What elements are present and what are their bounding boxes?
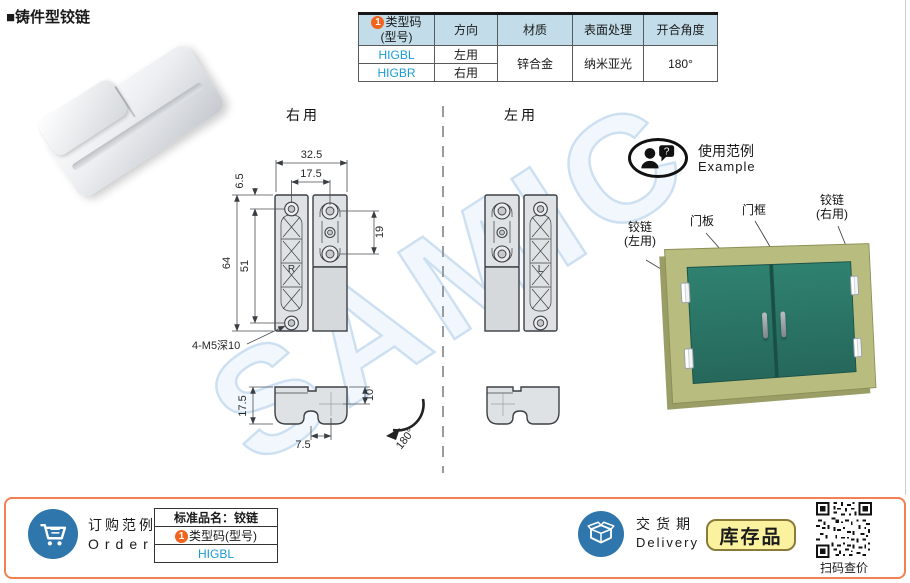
- order-example-table: 标准品名：铰链 1类型码(型号) HIGBL: [154, 508, 278, 563]
- mark-L: L: [538, 264, 544, 275]
- dim-section-height: 17.5: [237, 395, 249, 416]
- spec-row-higbl: HIGBL 左用 锌合金 纳米亚光 180°: [359, 46, 718, 64]
- cart-icon: [28, 509, 78, 559]
- dim-side-spacing: 19: [374, 226, 386, 238]
- material-value: 锌合金: [498, 46, 573, 82]
- number-1-badge-icon: 1: [175, 530, 188, 543]
- qr-code: [816, 502, 872, 558]
- spec-header-finish: 表面处理: [573, 14, 644, 46]
- number-1-badge-icon: 1: [371, 16, 384, 29]
- door-frame: [664, 243, 876, 404]
- dim-section-depth: 10: [364, 389, 376, 401]
- spec-header-direction: 方向: [435, 14, 498, 46]
- delivery-label-cn: 交货期: [636, 514, 696, 534]
- example-label-cn: 使用范例: [698, 141, 754, 161]
- door-handle-right: [780, 311, 786, 337]
- angle-value: 180°: [644, 46, 718, 82]
- spec-header-model: 1类型码 (型号): [359, 14, 435, 46]
- label-hinge-right: 铰链(右用): [816, 193, 848, 222]
- thread-note: 4-M5深10: [192, 339, 240, 352]
- model-code-higbl: HIGBL: [359, 46, 435, 64]
- door-opening: [687, 261, 857, 384]
- example-person-icon: ?: [628, 138, 688, 178]
- drawing-left-use: 左用 L: [485, 107, 559, 424]
- example-label-en: Example: [698, 159, 756, 174]
- finish-value: 纳米亚光: [573, 46, 644, 82]
- stock-item-badge: 库存品: [706, 519, 796, 551]
- drawing-right-use: 右用 R 32.5 17.5 6.5 51 64 19 4-M5深10: [192, 107, 424, 452]
- hinge-left-top: [680, 282, 690, 303]
- dim-overall-height: 64: [221, 257, 233, 269]
- swing-arrow-icon: [393, 399, 424, 430]
- spec-table: 1类型码 (型号) 方向 材质 表面处理 开合角度 HIGBL 左用 锌合金 纳…: [358, 12, 718, 82]
- direction-higbl: 左用: [435, 46, 498, 64]
- qr-caption: 扫码查价: [812, 559, 876, 576]
- order-label-en: Order: [88, 536, 154, 552]
- label-door-panel: 门板: [690, 214, 714, 228]
- technical-drawing: 右用 R 32.5 17.5 6.5 51 64 19 4-M5深10: [185, 98, 655, 490]
- hinge-left-bottom: [684, 348, 694, 369]
- dim-inner-width: 17.5: [300, 168, 321, 180]
- right-use-label: 右用: [286, 107, 320, 123]
- order-label-cn: 订购范例: [88, 515, 156, 535]
- label-door-frame: 门框: [742, 203, 766, 217]
- spec-header-angle: 开合角度: [644, 14, 718, 46]
- door-panel-left: [687, 264, 776, 384]
- label-hinge-left: 铰链(左用): [624, 220, 656, 249]
- dim-inner-height: 51: [239, 260, 251, 272]
- page-title: ■铸件型铰链: [6, 6, 90, 27]
- door-panel-right: [772, 261, 856, 378]
- order-code-label: 1类型码(型号): [155, 527, 278, 545]
- svg-text:?: ?: [664, 147, 670, 158]
- spec-header-material: 材质: [498, 14, 573, 46]
- hinge-right-bottom: [853, 338, 862, 358]
- direction-higbr: 右用: [435, 64, 498, 82]
- model-code-higbr: HIGBR: [359, 64, 435, 82]
- mark-R: R: [288, 264, 295, 275]
- left-use-label: 左用: [504, 107, 538, 123]
- footer-bar: 订购范例 Order 标准品名：铰链 1类型码(型号) HIGBL 交货期 De…: [4, 497, 906, 579]
- dim-overall-width: 32.5: [301, 149, 322, 161]
- dim-section-offset: 7.5: [295, 439, 310, 451]
- delivery-label-en: Delivery: [636, 535, 699, 550]
- door-example-illustration: [658, 236, 892, 414]
- dim-top-offset: 6.5: [234, 173, 246, 188]
- door-handle-left: [762, 312, 768, 338]
- order-product-name: 标准品名：铰链: [155, 509, 278, 527]
- person-speech-icon: ?: [634, 143, 682, 173]
- delivery-box-icon: [578, 511, 624, 557]
- hinge-right-top: [850, 276, 859, 296]
- order-code-value: HIGBL: [155, 545, 278, 563]
